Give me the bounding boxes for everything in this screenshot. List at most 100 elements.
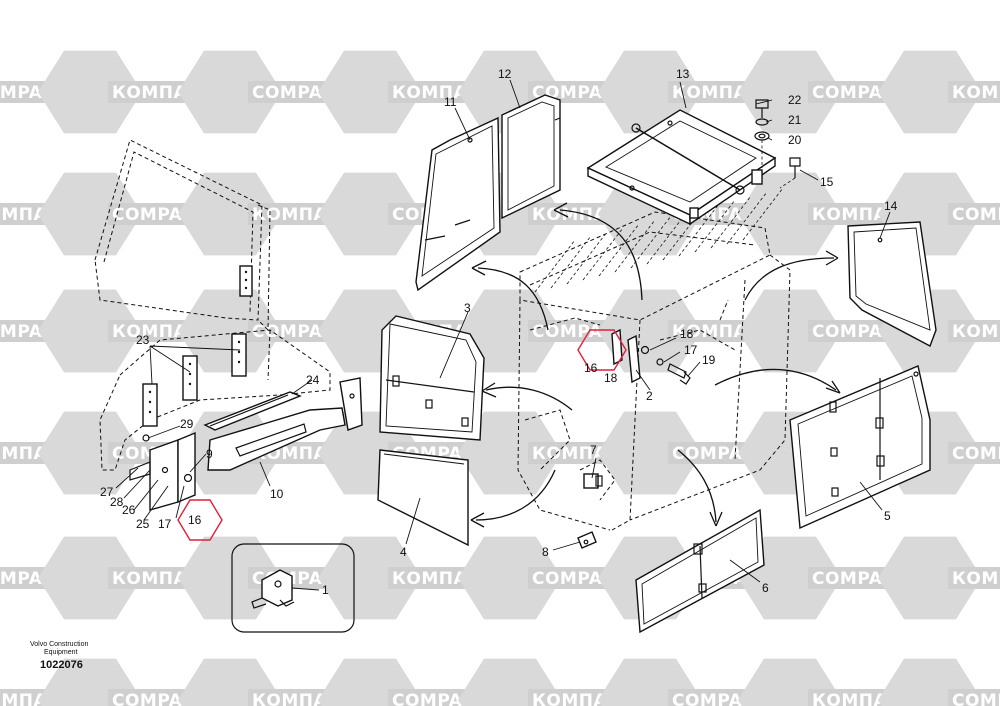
callout-26: 26 (122, 503, 136, 517)
watermark-band (948, 203, 1000, 225)
callout-18-pillar: 18 (604, 371, 618, 385)
drawing-footer: Volvo Construction Equipment 1022076 (30, 641, 88, 671)
watermark-hexagon (738, 289, 842, 373)
watermark-hexagon (458, 536, 562, 620)
watermark-hexagon (738, 50, 842, 134)
callout-17-cab: 17 (684, 343, 698, 357)
callout-19: 19 (702, 353, 716, 367)
watermark-band (808, 81, 900, 103)
callout-12: 12 (498, 67, 512, 81)
watermark-band (108, 689, 200, 706)
watermark-band (668, 320, 760, 342)
watermark-band (948, 442, 1000, 464)
left-door-assembly (94, 139, 363, 511)
callout-16-bracket: 16 (188, 513, 202, 527)
watermark-hexagon (318, 172, 422, 256)
callout-23: 23 (136, 333, 150, 347)
watermark-text: КОМПАРТ (952, 322, 1000, 342)
watermark-hexagon (178, 50, 282, 134)
watermark-hexagon (878, 50, 982, 134)
watermark-band (528, 689, 620, 706)
panel-3-front-upper-window (379, 315, 485, 441)
watermark-hexagon (38, 50, 142, 134)
roof-hatch-line (582, 227, 624, 281)
watermark-layer: COMPARTКОМПАРТCOMPARTКОМПАРТCOMPARTКОМПА… (0, 50, 1000, 706)
watermark-band (808, 567, 900, 589)
watermark-hexagon (38, 536, 142, 620)
watermark-band (948, 81, 1000, 103)
watermark-hexagon (178, 172, 282, 256)
callout-18-cab: 18 (680, 327, 694, 341)
panel-4-front-lower-window (377, 449, 469, 547)
callout-20: 20 (788, 133, 802, 147)
watermark-text: COMPART (952, 691, 1000, 706)
callout-22: 22 (788, 93, 802, 107)
callout-24: 24 (306, 373, 320, 387)
watermark-band (528, 320, 620, 342)
watermark-band (388, 567, 480, 589)
highlight-hexagons (177, 329, 627, 541)
watermark-band (248, 689, 340, 706)
watermark-band (248, 203, 340, 225)
watermark-band (948, 689, 1000, 706)
watermark-band (528, 567, 620, 589)
watermark-hexagon (38, 289, 142, 373)
panel-6-door-lower-window (635, 508, 765, 634)
watermark-text: КОМПАРТ (952, 569, 1000, 589)
watermark-band (108, 320, 200, 342)
callout-labels: 1 2 3 4 5 6 7 8 9 10 11 12 13 14 15 16 1… (100, 67, 898, 597)
brand-line-1: Volvo Construction (30, 641, 88, 648)
watermark-band (248, 320, 340, 342)
brand-line-2: Equipment (44, 649, 78, 656)
watermark-band (108, 203, 200, 225)
watermark-hexagon (38, 411, 142, 495)
callout-6: 6 (762, 581, 769, 595)
callout-7: 7 (590, 443, 597, 457)
leader-lines (115, 79, 891, 591)
callout-10: 10 (270, 487, 284, 501)
watermark-hexagon (318, 50, 422, 134)
watermark-hexagon (458, 411, 562, 495)
callout-11: 11 (444, 95, 457, 109)
callout-8: 8 (542, 545, 549, 559)
callout-16-cab: 16 (584, 361, 598, 375)
roof-hatch-line (566, 231, 608, 285)
watermark-hexagon (878, 536, 982, 620)
watermark-hexagon (38, 172, 142, 256)
watermark-band (668, 81, 760, 103)
watermark-band (808, 320, 900, 342)
drawing-number: 1022076 (40, 659, 83, 671)
callout-9: 9 (206, 447, 213, 461)
watermark-band (388, 689, 480, 706)
callout-5: 5 (884, 509, 891, 523)
callout-14: 14 (884, 199, 898, 213)
watermark-band (948, 567, 1000, 589)
watermark-hexagon (738, 172, 842, 256)
watermark-band (948, 320, 1000, 342)
watermark-hexagon (178, 536, 282, 620)
roof-hatch-line (550, 235, 592, 289)
watermark-band (668, 689, 760, 706)
watermark-hexagon (458, 289, 562, 373)
watermark-band (668, 442, 760, 464)
assembly-arrows (470, 202, 841, 528)
callout-15: 15 (820, 175, 834, 189)
panel-12-upper-window (501, 94, 561, 220)
panel-5-side-window (789, 365, 931, 530)
watermark-hexagon (598, 411, 702, 495)
panel-14-rear-window (847, 221, 937, 347)
watermark-text: COMPART (952, 444, 1000, 464)
callout-13: 13 (676, 67, 690, 81)
watermark-band (108, 567, 200, 589)
callout-29: 29 (180, 417, 194, 431)
callout-27: 27 (100, 485, 114, 499)
callout-3: 3 (464, 301, 471, 315)
watermark-text: КОМПАРТ (952, 83, 1000, 103)
panel-11-left-door-window (415, 116, 501, 292)
watermark-hexagon (178, 289, 282, 373)
watermark-hexagon (598, 289, 702, 373)
highlight-hex-16-bracket (177, 499, 223, 541)
watermark-band (108, 81, 200, 103)
